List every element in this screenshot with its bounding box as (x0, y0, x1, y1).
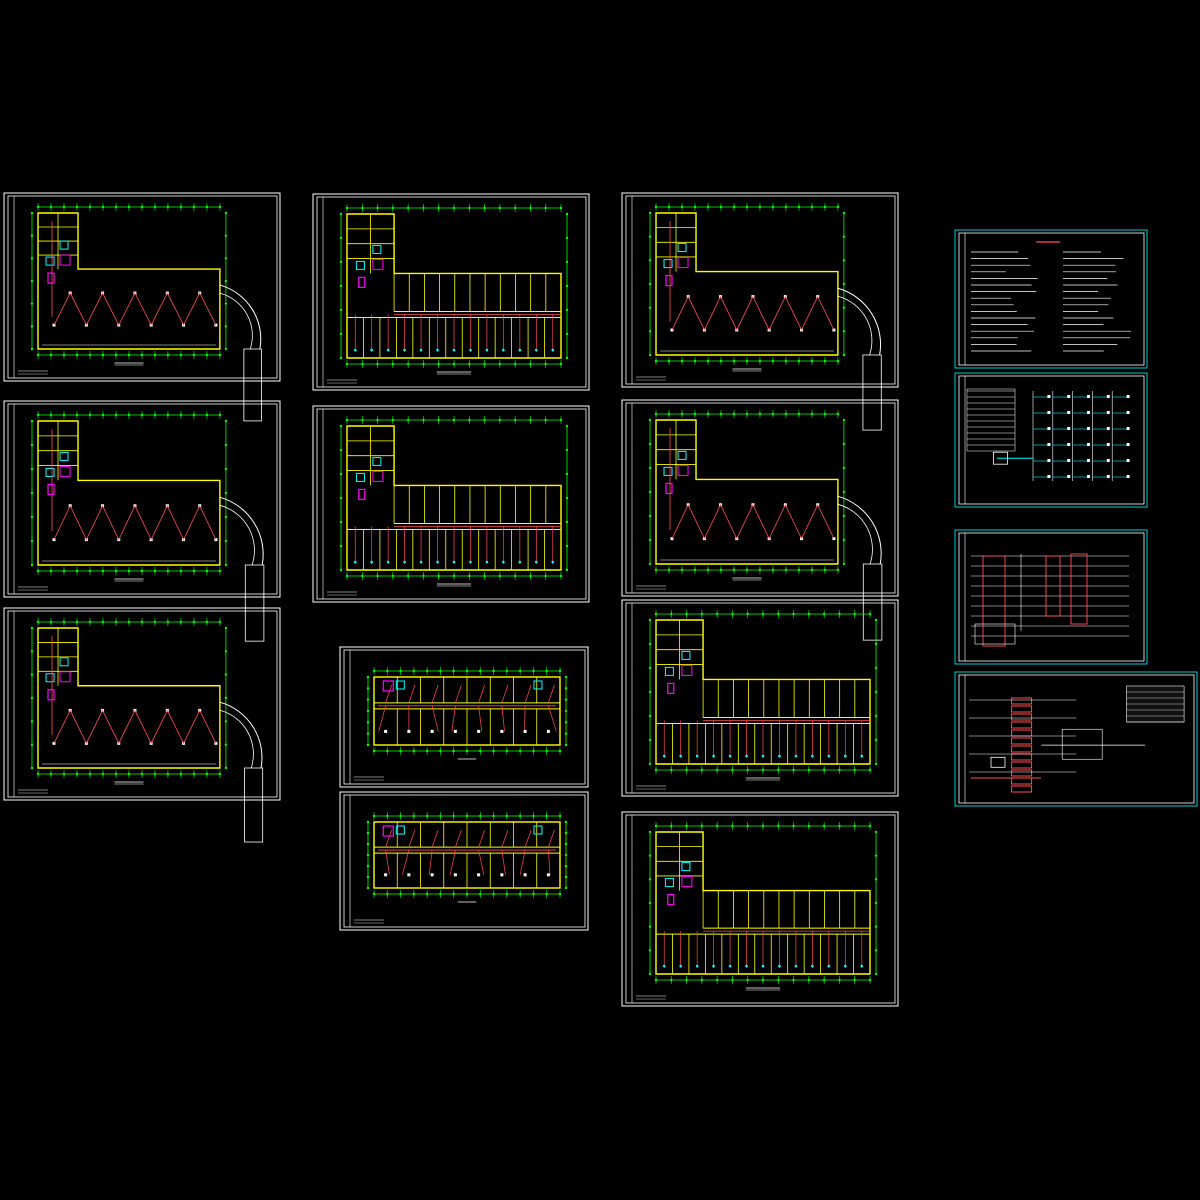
sheet-system-03[interactable] (954, 671, 1198, 807)
sheet-system-02[interactable] (954, 529, 1148, 665)
sheet-plan-09[interactable] (621, 599, 899, 797)
sheet-plan-07[interactable] (3, 607, 281, 843)
sheet-system-01[interactable] (954, 372, 1148, 508)
sheet-plan-06[interactable] (621, 399, 899, 641)
sheet-layer (3, 192, 1198, 1007)
sheet-plan-03[interactable] (621, 192, 899, 431)
sheet-plan-01[interactable] (3, 192, 281, 422)
sheet-notes-01[interactable] (954, 229, 1148, 369)
sheet-plan-02[interactable] (312, 193, 590, 391)
sheet-plan-04[interactable] (3, 400, 281, 642)
sheet-plan-08[interactable] (339, 646, 589, 788)
sheet-plan-10[interactable] (339, 791, 589, 931)
sheet-plan-05[interactable] (312, 405, 590, 603)
sheet-plan-11[interactable] (621, 811, 899, 1007)
